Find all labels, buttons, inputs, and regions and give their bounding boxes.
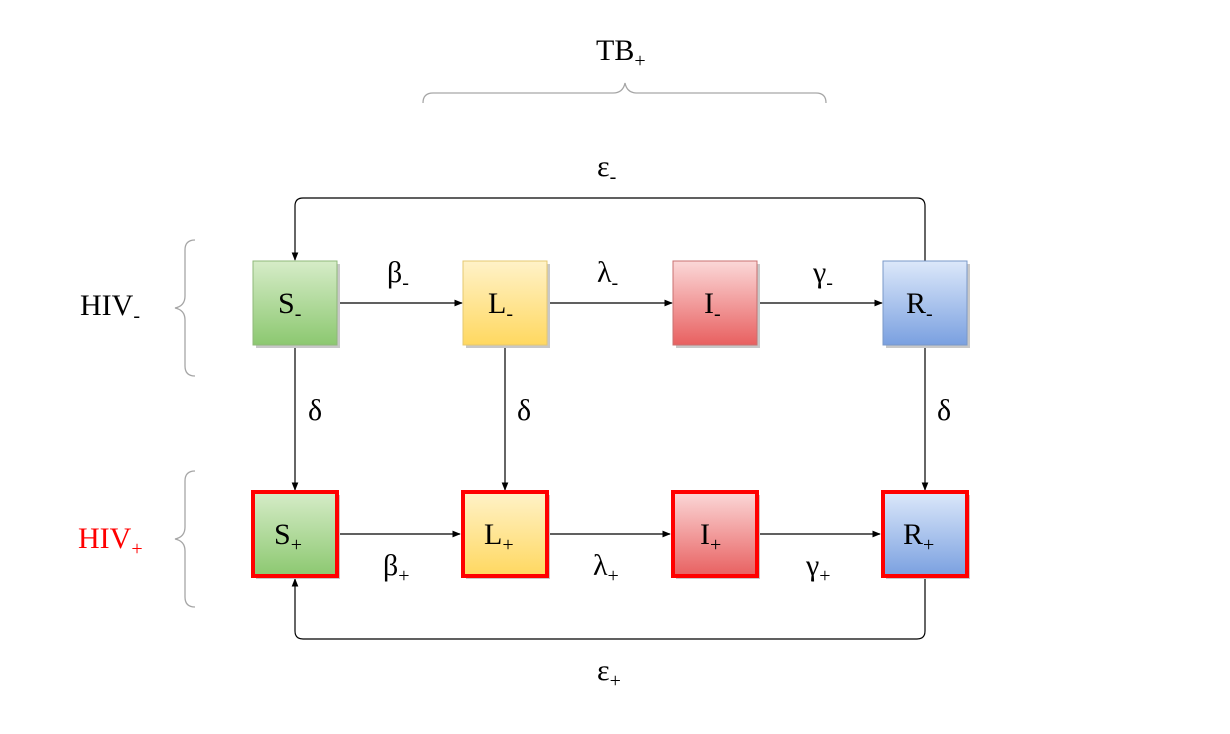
label-epsilon-pos: ε+: [597, 654, 621, 692]
svg-text:I-: I-: [704, 287, 721, 325]
svg-text:L-: L-: [488, 287, 513, 325]
label-beta-pos: β+: [383, 549, 410, 587]
label-beta-neg: β-: [387, 256, 409, 294]
label-delta-l: δ: [517, 394, 531, 427]
label-gamma-neg: γ-: [812, 256, 833, 294]
label-delta-s: δ: [308, 394, 322, 427]
label-delta-r: δ: [937, 394, 951, 427]
label-epsilon-neg: ε-: [597, 150, 616, 188]
label-lambda-pos: λ+: [593, 549, 619, 587]
svg-text:R-: R-: [906, 287, 933, 325]
node-r-pos: R+: [881, 490, 970, 579]
label-lambda-neg: λ-: [597, 256, 618, 294]
svg-text:S-: S-: [278, 287, 301, 325]
node-l-neg: L-: [462, 260, 550, 348]
svg-text:R+: R+: [903, 518, 934, 556]
arrow-r-neg-to-s-neg: [291, 197, 926, 261]
tb-pos-label: TB+: [596, 34, 646, 72]
node-i-pos: I+: [671, 490, 760, 579]
hiv-neg-brace: [174, 239, 196, 377]
node-i-neg: I-: [672, 260, 760, 348]
hiv-pos-label: HIV+: [78, 522, 143, 560]
tb-brace: [422, 82, 827, 104]
label-gamma-pos: γ+: [805, 549, 831, 587]
svg-text:I+: I+: [700, 518, 721, 556]
node-l-pos: L+: [461, 490, 550, 579]
hiv-neg-label: HIV-: [80, 289, 140, 327]
hiv-pos-brace: [174, 470, 196, 608]
svg-text:L+: L+: [484, 518, 514, 556]
node-s-pos: S+: [251, 490, 340, 579]
node-s-neg: S-: [252, 260, 340, 348]
svg-text:S+: S+: [274, 518, 302, 556]
arrow-r-pos-to-s-pos: [291, 578, 926, 640]
node-r-neg: R-: [882, 260, 970, 348]
